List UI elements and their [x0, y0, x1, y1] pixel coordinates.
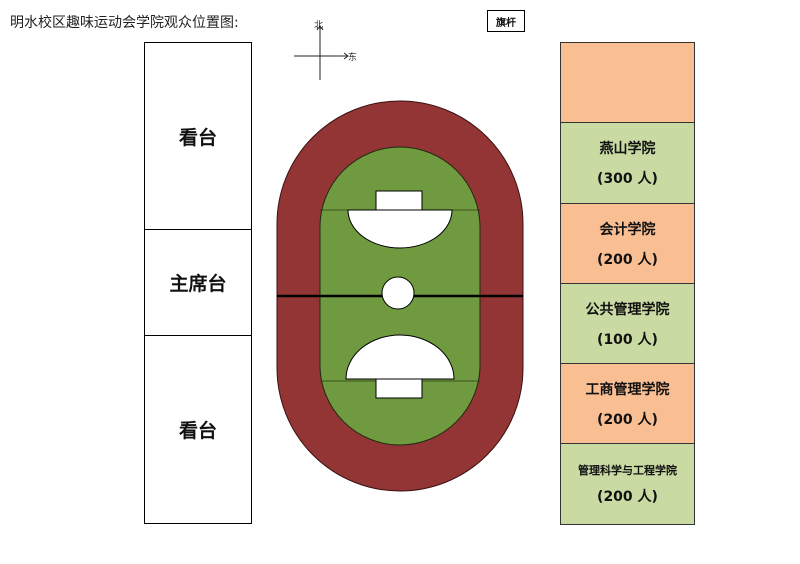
main-rostrum: 主席台 [144, 229, 252, 336]
college-name: 公共管理学院 [585, 301, 670, 318]
stand-south: 看台 [144, 335, 252, 524]
goal-area-north [375, 190, 423, 211]
running-track [276, 100, 524, 492]
main-rostrum-label: 主席台 [169, 273, 227, 295]
flagpole-box: 旗杆 [487, 10, 525, 32]
college-block-management-science: 管理科学与工程学院 (200 人) [560, 443, 695, 525]
college-name: 管理科学与工程学院 [578, 464, 677, 477]
stand-north-label: 看台 [178, 126, 217, 149]
goal-area-south [375, 378, 423, 399]
college-count: (300 人) [597, 171, 658, 187]
compass-north-label: 北 [314, 21, 324, 31]
college-name: 会计学院 [599, 221, 656, 238]
compass-arrows-icon [294, 25, 349, 80]
penalty-arc-south [345, 334, 455, 380]
stand-north: 看台 [144, 42, 252, 230]
college-block-yanshan: 燕山学院 (300 人) [560, 122, 695, 204]
penalty-arc-north [347, 209, 453, 249]
compass-east-label: 东 [348, 53, 358, 63]
college-name: 燕山学院 [599, 141, 656, 157]
page-title: 明水校区趣味运动会学院观众位置图: [10, 15, 239, 31]
college-block-public-admin: 公共管理学院 (100 人) [560, 283, 695, 364]
compass: 北 东 [290, 18, 360, 84]
college-count: (200 人) [597, 411, 658, 428]
college-name: 工商管理学院 [585, 381, 670, 398]
college-count: (100 人) [597, 331, 658, 348]
college-count: (200 人) [597, 251, 658, 268]
flagpole-label: 旗杆 [496, 17, 516, 29]
stand-south-label: 看台 [178, 420, 217, 442]
sports-field-diagram [276, 100, 524, 492]
college-block-business-admin: 工商管理学院 (200 人) [560, 363, 695, 444]
college-count: (200 人) [597, 489, 658, 505]
college-block-empty [560, 42, 695, 123]
center-circle [381, 276, 415, 310]
college-block-accounting: 会计学院 (200 人) [560, 203, 695, 284]
